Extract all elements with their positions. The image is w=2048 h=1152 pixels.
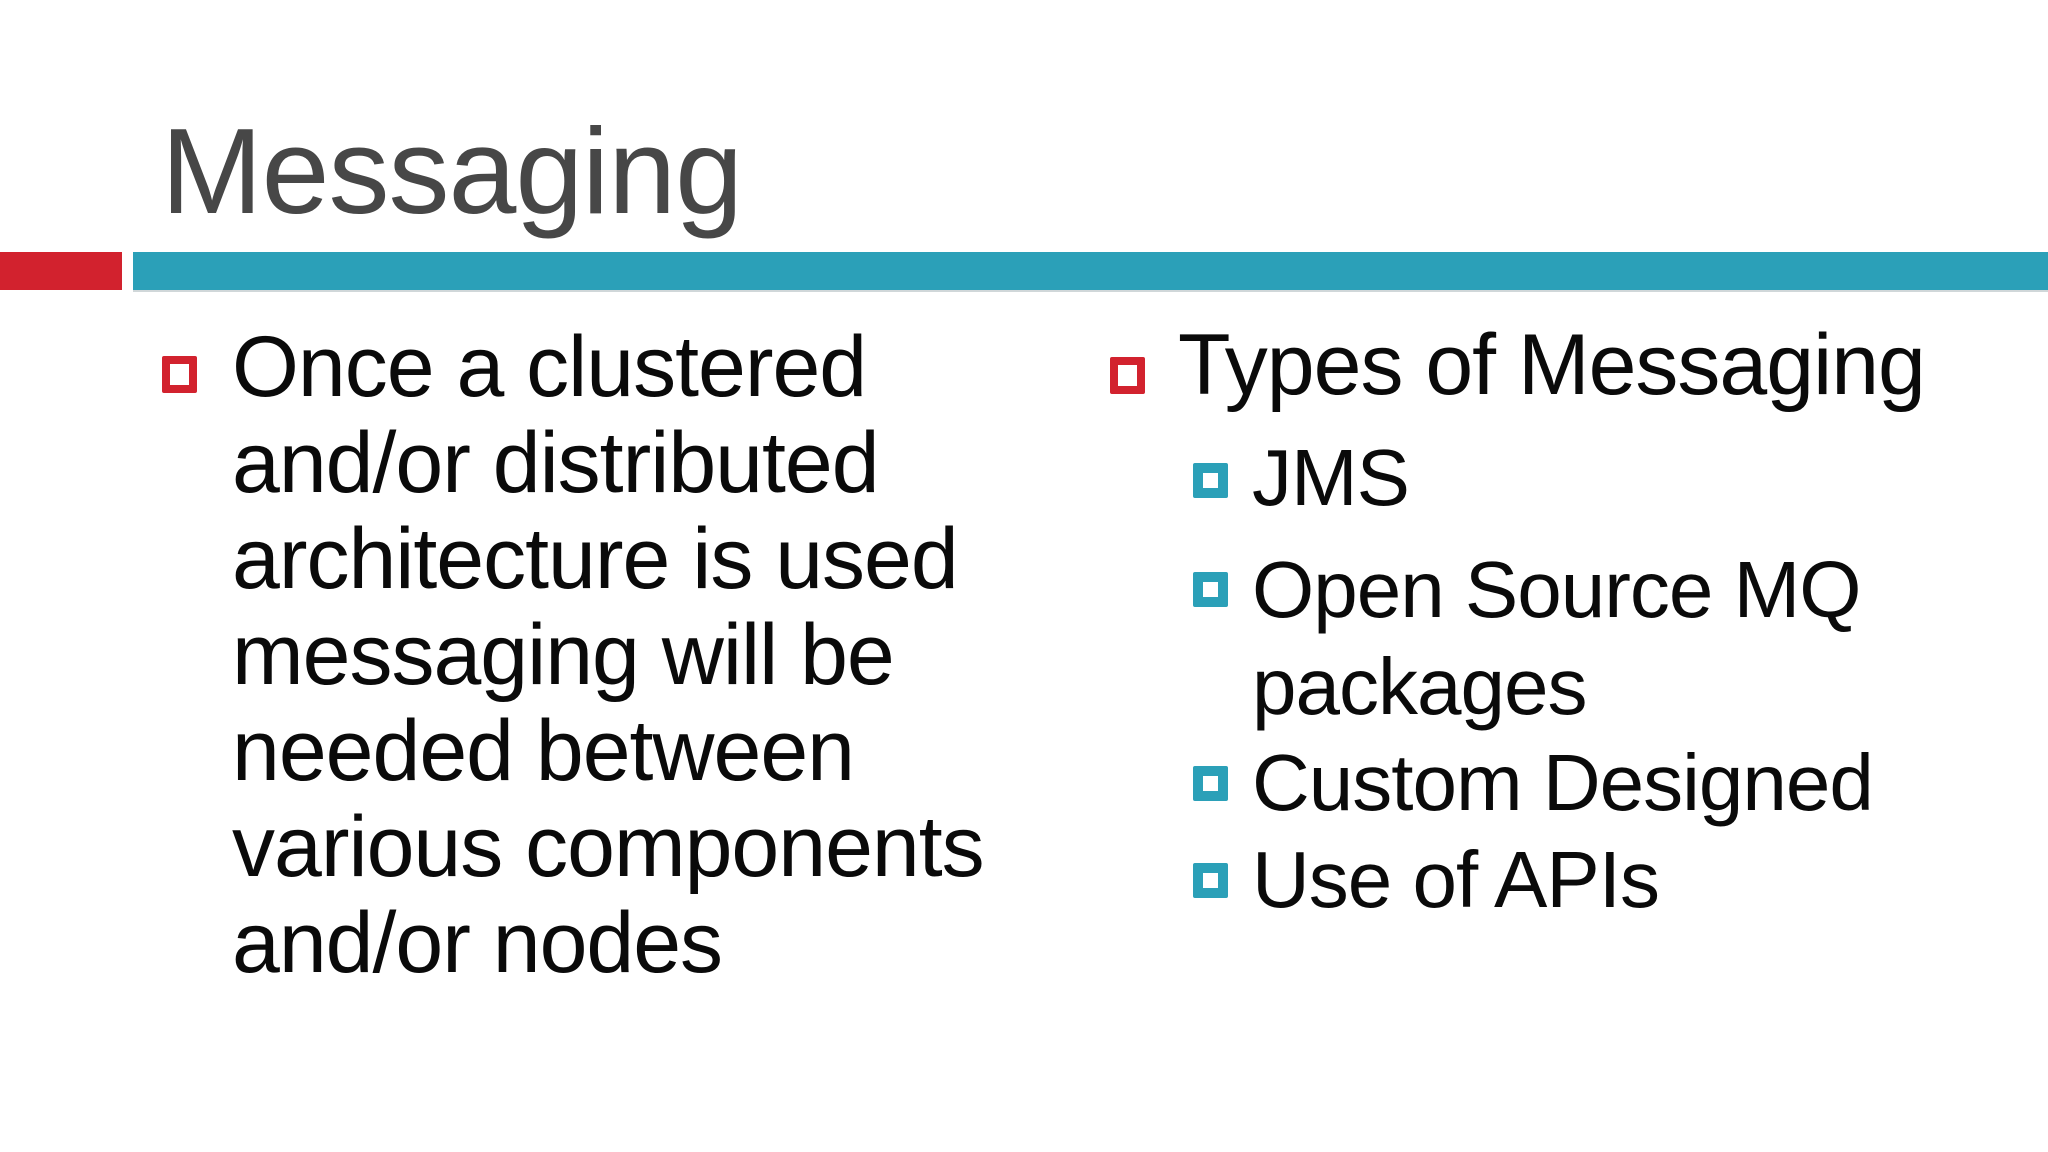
sub-item-line: JMS [1252,433,1410,522]
sub-item-line: Use of APIs [1252,835,1660,924]
left-bullet-line: architecture is used [232,511,959,607]
sub-item-line: Open Source MQ [1252,545,1861,634]
teal-square-bullet-icon [1193,572,1228,607]
teal-square-bullet-icon [1193,766,1228,801]
left-bullet-line: Once a clustered [232,319,867,415]
sub-item-jms: JMS [1252,429,1410,526]
types-of-messaging-header: Types of Messaging [1178,317,1926,413]
left-bullet-text: Once a clustered and/or distributed arch… [232,319,985,991]
divider-bar-teal-segment [133,252,2048,290]
sub-item-use-of-apis: Use of APIs [1252,831,1660,928]
sub-item-custom-designed: Custom Designed [1252,734,1874,831]
left-bullet-line: and/or distributed [232,415,880,511]
red-square-bullet-icon [1110,357,1145,394]
red-square-bullet-icon [162,356,197,393]
sub-item-line: packages [1252,642,1587,731]
slide-title: Messaging [161,103,743,239]
divider-bar-red-segment [0,252,122,290]
teal-square-bullet-icon [1193,463,1228,498]
sub-item-line: Custom Designed [1252,738,1874,827]
sub-item-open-source-mq: Open Source MQ packages [1252,541,1861,735]
left-bullet-line: and/or nodes [232,895,723,991]
left-bullet-line: needed between [232,703,855,799]
teal-square-bullet-icon [1193,863,1228,898]
left-bullet-line: various components [232,799,985,895]
left-bullet-line: messaging will be [232,607,895,703]
